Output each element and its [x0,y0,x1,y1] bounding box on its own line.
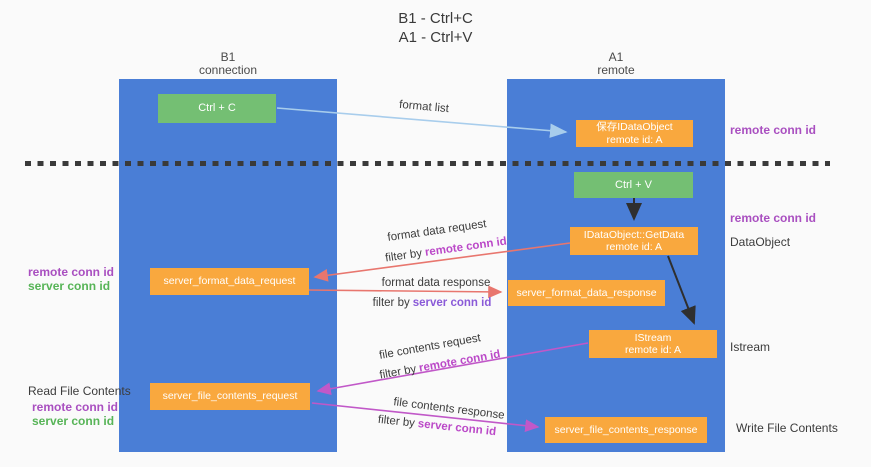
title-line-1: B1 - Ctrl+C [398,10,473,27]
label-left-bottom-remote-conn-id: remote conn id [32,400,119,414]
label-istream: Istream [730,340,771,354]
filter-by-text: filter by [377,413,416,430]
lane-header-b1: B1 connection [199,51,257,77]
node-ctrl-c: Ctrl + C [158,94,276,123]
node-server-format-data-response: server_format_data_response [508,280,665,306]
label-format-list: format list [398,98,450,116]
label-write-file-contents: Write File Contents [736,421,838,435]
filter-by-text: filter by [378,363,418,382]
diagram-title: B1 - Ctrl+C A1 - Ctrl+V [0,9,871,47]
server-conn-id-highlight: server conn id [412,297,492,309]
node-ctrl-c-label: Ctrl + C [198,102,236,115]
node-ctrl-v: Ctrl + V [574,172,693,198]
node-format-response-label: server_format_data_response [516,286,657,299]
lane-a1-name: A1 [608,50,624,64]
node-file-request-label: server_file_contents_request [162,390,298,403]
label-left-server-conn-id: server conn id [28,279,111,293]
lane-a1-subtitle: remote [597,63,635,77]
remote-conn-id-highlight: remote conn id [424,235,508,259]
node-istream-line1: IStream [634,331,672,344]
lane-header-a1: A1 remote [597,51,634,77]
lane-b1-subtitle: connection [198,63,258,77]
filter-by-text: filter by [372,297,410,309]
filter-by-text: filter by [384,247,423,265]
label-right-top-remote-conn-id: remote conn id [730,123,817,137]
node-ctrl-v-label: Ctrl + V [615,178,652,191]
node-save-idataobject: 保存IDataObject remote id: A [576,120,693,147]
lane-b1-name: B1 [220,50,236,64]
label-dataobject: DataObject [730,235,791,249]
node-save-idataobject-line1: 保存IDataObject [596,121,673,133]
title-line-2: A1 - Ctrl+V [398,29,473,46]
label-format-data-response: format data response [381,277,491,289]
node-file-response-label: server_file_contents_response [554,423,698,436]
node-istream-line2: remote id: A [624,344,682,356]
node-server-file-contents-response: server_file_contents_response [545,417,707,443]
label-read-file-contents: Read File Contents [28,384,131,398]
node-getdata-line2: remote id: A [605,241,663,253]
label-left-bottom-server-conn-id: server conn id [32,414,115,428]
label-right-mid-remote-conn-id: remote conn id [730,211,817,225]
server-conn-id-highlight: server conn id [417,418,497,439]
node-server-file-contents-request: server_file_contents_request [150,383,310,410]
node-server-format-data-request: server_format_data_request [150,268,309,295]
node-idataobject-getdata: IDataObject::GetData remote id: A [570,227,698,255]
node-istream: IStream remote id: A [589,330,717,358]
label-left-remote-conn-id: remote conn id [28,265,115,279]
node-format-request-label: server_format_data_request [163,275,296,288]
node-getdata-line1: IDataObject::GetData [583,228,685,241]
node-save-idataobject-line2: remote id: A [606,133,663,146]
